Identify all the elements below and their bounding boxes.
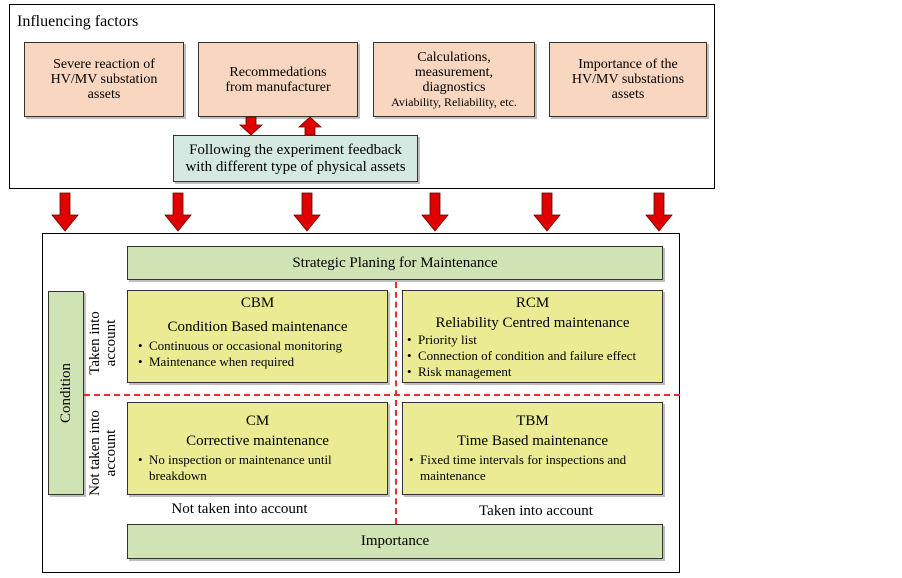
col-label-taken: Taken into account — [479, 503, 593, 519]
factor-line: HV/MV substation — [50, 72, 158, 87]
factor-importance-assets: Importance of the HV/MV substations asse… — [549, 42, 707, 117]
condition-bar — [48, 291, 84, 495]
factor-manufacturer-recommendations: Recommedations from manufacturer — [198, 42, 358, 117]
condition-label: Condition — [58, 363, 74, 424]
list-item: Continuous or occasional monitoring — [138, 338, 387, 354]
down-arrow-icon — [164, 192, 192, 232]
quadrant-name: Time Based maintenance — [456, 433, 609, 449]
row-label-not-taken: Not taken into account — [84, 396, 122, 510]
quadrant-cbm: CBM Condition Based maintenance Continuo… — [127, 290, 388, 383]
col-label-not-taken: Not taken into account — [171, 501, 308, 517]
quadrant-rcm: RCM Reliability Centred maintenance Prio… — [402, 290, 663, 383]
factor-line: assets — [611, 87, 645, 102]
quadrant-tbm: TBM Time Based maintenance Fixed time in… — [402, 402, 663, 495]
down-arrow-icon — [238, 116, 264, 136]
quadrant-list: Continuous or occasional monitoring Main… — [128, 338, 387, 370]
quadrant-list: Priority list Connection of condition an… — [403, 332, 662, 380]
factor-line: measurement, — [414, 64, 494, 80]
factor-line: assets — [87, 87, 121, 102]
down-arrow-icon — [293, 192, 321, 232]
row-label-line: Taken into — [87, 311, 103, 375]
down-arrow-icon — [51, 192, 79, 232]
list-item: Fixed time intervals for inspections and… — [409, 452, 648, 484]
influencing-factors-title: Influencing factors — [17, 13, 139, 30]
factor-calculations: Calculations, measurement, diagnostics A… — [373, 42, 535, 117]
horizontal-divider — [84, 394, 680, 396]
importance-bar: Importance — [127, 524, 663, 559]
quadrant-name: Corrective maintenance — [186, 433, 329, 449]
factor-line: Severe reaction of — [53, 57, 155, 72]
quadrant-name: Condition Based maintenance — [167, 319, 348, 335]
vertical-divider — [395, 282, 397, 524]
list-item: Connection of condition and failure effe… — [407, 348, 662, 364]
factor-line-small: Aviability, Reliability, etc. — [391, 94, 517, 109]
feedback-line: Following the experiment feedback — [189, 141, 402, 158]
list-item: No inspection or maintenance until break… — [138, 452, 367, 484]
row-label-taken: Taken into account — [84, 291, 122, 395]
feedback-box: Following the experiment feedback with d… — [173, 135, 418, 182]
quadrant-cm: CM Corrective maintenance No inspection … — [127, 402, 388, 495]
row-label-line: Not taken into — [87, 410, 103, 496]
list-item: Priority list — [407, 332, 662, 348]
factor-line: diagnostics — [422, 79, 486, 95]
down-arrow-icon — [533, 192, 561, 232]
quadrant-list: No inspection or maintenance until break… — [128, 452, 387, 484]
row-label-line: account — [103, 319, 119, 367]
quadrant-name: Reliability Centred maintenance — [435, 315, 630, 331]
factor-line: from manufacturer — [225, 79, 331, 95]
quadrant-list: Fixed time intervals for inspections and… — [403, 452, 662, 484]
list-item: Risk management — [407, 364, 662, 380]
strategic-planning-bar: Strategic Planing for Maintenance — [127, 246, 663, 280]
quadrant-abbr: RCM — [515, 295, 550, 311]
down-arrow-icon — [645, 192, 673, 232]
feedback-line: with different type of physical assets — [185, 158, 406, 175]
row-label-line: account — [103, 429, 119, 477]
up-arrow-icon — [297, 116, 323, 136]
factor-severe-reaction: Severe reaction of HV/MV substation asse… — [24, 42, 184, 117]
factor-line: Importance of the — [578, 57, 678, 72]
quadrant-abbr: CM — [245, 413, 270, 429]
factor-line: Recommedations — [229, 64, 327, 80]
quadrant-abbr: CBM — [240, 295, 275, 311]
quadrant-abbr: TBM — [516, 413, 549, 429]
down-arrow-icon — [421, 192, 449, 232]
list-item: Maintenance when required — [138, 354, 387, 370]
factor-line: Calculations, — [417, 49, 491, 65]
factor-line: HV/MV substations — [571, 72, 685, 87]
